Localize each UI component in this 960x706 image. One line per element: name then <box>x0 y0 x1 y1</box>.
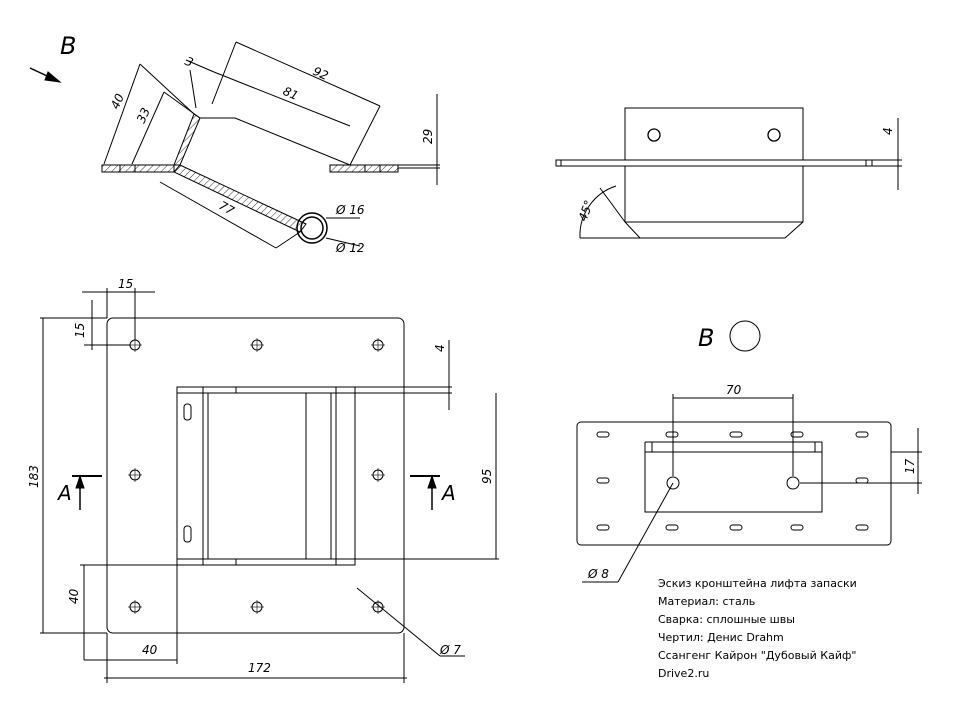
section-label-right: A <box>440 481 456 505</box>
front-hole-right <box>767 128 781 142</box>
front-view-labels: 4 45° <box>576 127 895 223</box>
front-base-plate <box>555 159 873 167</box>
side-view-labels: B 92 81 3 40 33 29 77 Ø 16 Ø 12 <box>60 32 435 255</box>
dim-dia-12: Ø 12 <box>335 241 365 255</box>
front-view <box>555 107 902 239</box>
right-flange <box>329 164 399 173</box>
section-label-left: A <box>56 481 72 505</box>
dim-dia-16: Ø 16 <box>335 203 365 217</box>
dim-70: 70 <box>726 383 742 397</box>
top-plate <box>200 117 351 166</box>
dim-33: 33 <box>134 106 153 126</box>
plan-view <box>40 288 499 683</box>
dim-95: 95 <box>480 469 494 484</box>
view-b-hole-left <box>666 476 680 490</box>
section-marker-left <box>72 475 102 510</box>
dim-40-vertical: 40 <box>67 588 81 604</box>
section-marker-right <box>410 475 440 510</box>
front-hole-left <box>647 128 661 142</box>
front-body <box>624 165 804 239</box>
title-notes: Эскиз кронштейна лифта запаски Материал:… <box>658 577 857 680</box>
inclined-arm <box>173 164 307 233</box>
dim-183: 183 <box>27 465 41 488</box>
dim-29: 29 <box>421 129 435 144</box>
view-direction-arrow <box>29 67 62 83</box>
plan-base-plate <box>106 317 405 634</box>
note-material: Материал: сталь <box>658 595 755 608</box>
dim-40: 40 <box>108 91 127 111</box>
bracket-wall <box>173 113 201 166</box>
side-view <box>29 41 440 249</box>
dim-92: 92 <box>311 64 331 83</box>
view-b-hole-right <box>786 476 800 490</box>
note-source: Drive2.ru <box>658 667 709 680</box>
view-b-circle-mark <box>729 320 761 352</box>
dim-15-left: 15 <box>73 323 87 338</box>
view-b-label: B <box>698 324 714 352</box>
dim-40-horizontal: 40 <box>142 643 158 657</box>
dim-3: 3 <box>183 54 196 70</box>
dim-172: 172 <box>248 661 271 675</box>
dim-15-top: 15 <box>118 277 133 291</box>
tube-inner <box>300 216 324 240</box>
view-b-wall <box>644 451 823 513</box>
dim-dia-7: Ø 7 <box>439 643 461 657</box>
note-author: Чертил: Денис Drahm <box>658 631 784 644</box>
plan-view-labels: 15 15 183 4 95 40 40 172 Ø 7 A A <box>27 277 494 675</box>
plan-bracket-frame <box>176 386 356 566</box>
dim-77: 77 <box>217 198 237 218</box>
dim-dia-8: Ø 8 <box>587 567 609 581</box>
view-letter-b: B <box>60 32 76 60</box>
left-flange <box>101 164 175 173</box>
view-b <box>576 320 922 583</box>
dim-angle-45: 45° <box>576 198 596 223</box>
dim-17: 17 <box>903 458 917 474</box>
dim-4-plan: 4 <box>433 344 447 352</box>
note-welding: Сварка: сплошные швы <box>658 613 795 626</box>
front-wall <box>624 107 804 161</box>
dim-81: 81 <box>281 84 301 103</box>
note-title: Эскиз кронштейна лифта запаски <box>658 577 857 590</box>
view-b-labels: B 70 17 Ø 8 <box>587 324 917 581</box>
dim-4-front: 4 <box>881 127 895 135</box>
note-vehicle: Ссангенг Кайрон "Дубовый Кайф" <box>658 649 856 662</box>
tube-outer <box>296 212 328 244</box>
